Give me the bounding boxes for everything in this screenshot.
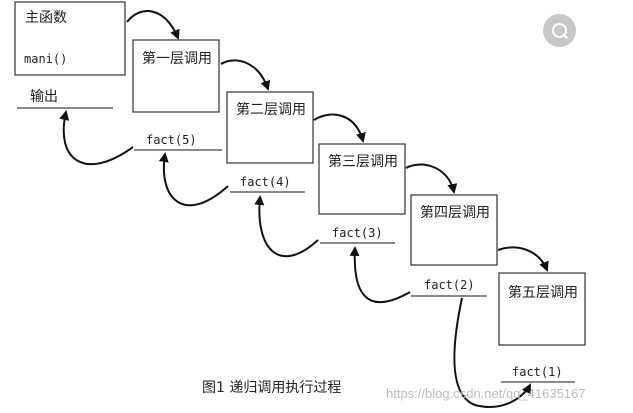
main-function-call: mani()	[24, 52, 68, 66]
fact1-label: fact(1)	[512, 365, 563, 379]
layer-4-label: 第四层调用	[420, 205, 490, 221]
fact2-label: fact(2)	[424, 278, 475, 292]
call-arrow-3	[313, 113, 366, 143]
call-arrow-1	[126, 10, 180, 40]
figure-caption: 图1 递归调用执行过程	[202, 380, 342, 396]
watermark-text: https://blog.csdn.net/qq_41635167	[386, 386, 586, 401]
main-function-box	[14, 1, 126, 76]
output-label: 输出	[30, 89, 58, 105]
return-arrow-3	[254, 195, 319, 258]
layer-5-label: 第五层调用	[508, 285, 578, 301]
return-arrow-2	[349, 246, 411, 304]
call-arrow-4	[405, 163, 458, 194]
layer-1-label: 第一层调用	[142, 51, 212, 67]
layer-1-box	[132, 39, 220, 113]
zoom-icon-handle	[562, 33, 568, 39]
main-function-title: 主函数	[25, 10, 67, 26]
fact5-label: fact(5)	[146, 133, 197, 147]
layer-3-box	[318, 143, 406, 215]
call-arrow-2	[220, 59, 271, 91]
zoom-button[interactable]	[543, 14, 576, 47]
zoom-icon	[552, 23, 567, 38]
layer-2-label: 第二层调用	[236, 102, 306, 118]
return-arrow-4	[158, 152, 229, 207]
return-arrow-5	[59, 110, 134, 166]
layer-3-label: 第三层调用	[328, 154, 398, 170]
layer-4-box	[410, 194, 498, 266]
layer-5-box	[498, 272, 586, 346]
fact3-label: fact(3)	[332, 226, 383, 240]
layer-2-box	[226, 91, 314, 164]
fact4-label: fact(4)	[240, 175, 291, 189]
call-arrow-5	[497, 246, 549, 272]
return-arrow-1	[453, 297, 531, 408]
